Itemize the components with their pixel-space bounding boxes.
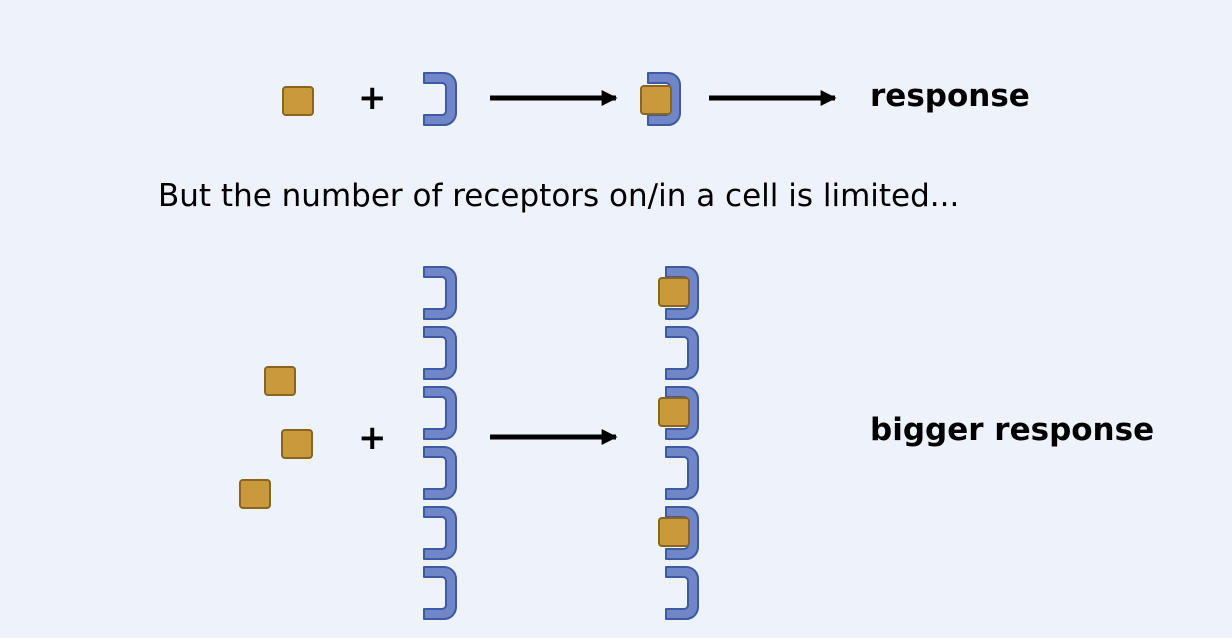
receptor bbox=[423, 446, 457, 500]
receptor bbox=[665, 566, 699, 620]
bound-ligand bbox=[658, 397, 690, 427]
receptor bbox=[423, 266, 457, 320]
bound-ligand bbox=[658, 277, 690, 307]
bound-ligand bbox=[658, 517, 690, 547]
receptor bbox=[665, 446, 699, 500]
receptor-stack bbox=[423, 266, 457, 620]
caption-text: But the number of receptors on/in a cell… bbox=[158, 178, 960, 214]
receptor bbox=[665, 326, 699, 380]
free-ligand bbox=[239, 479, 271, 509]
free-receptor bbox=[423, 72, 457, 126]
plus-sign: + bbox=[358, 78, 387, 118]
plus-sign: + bbox=[358, 418, 387, 458]
response-label: response bbox=[870, 78, 1030, 114]
free-ligand bbox=[281, 429, 313, 459]
bigger-response-label: bigger response bbox=[870, 412, 1155, 448]
receptor bbox=[423, 566, 457, 620]
free-ligand bbox=[282, 86, 314, 116]
receptor bbox=[423, 506, 457, 560]
bound-complex bbox=[640, 72, 681, 126]
receptor bbox=[423, 386, 457, 440]
free-ligand bbox=[264, 366, 296, 396]
receptor bbox=[423, 326, 457, 380]
bound-receptor-stack bbox=[658, 266, 699, 620]
